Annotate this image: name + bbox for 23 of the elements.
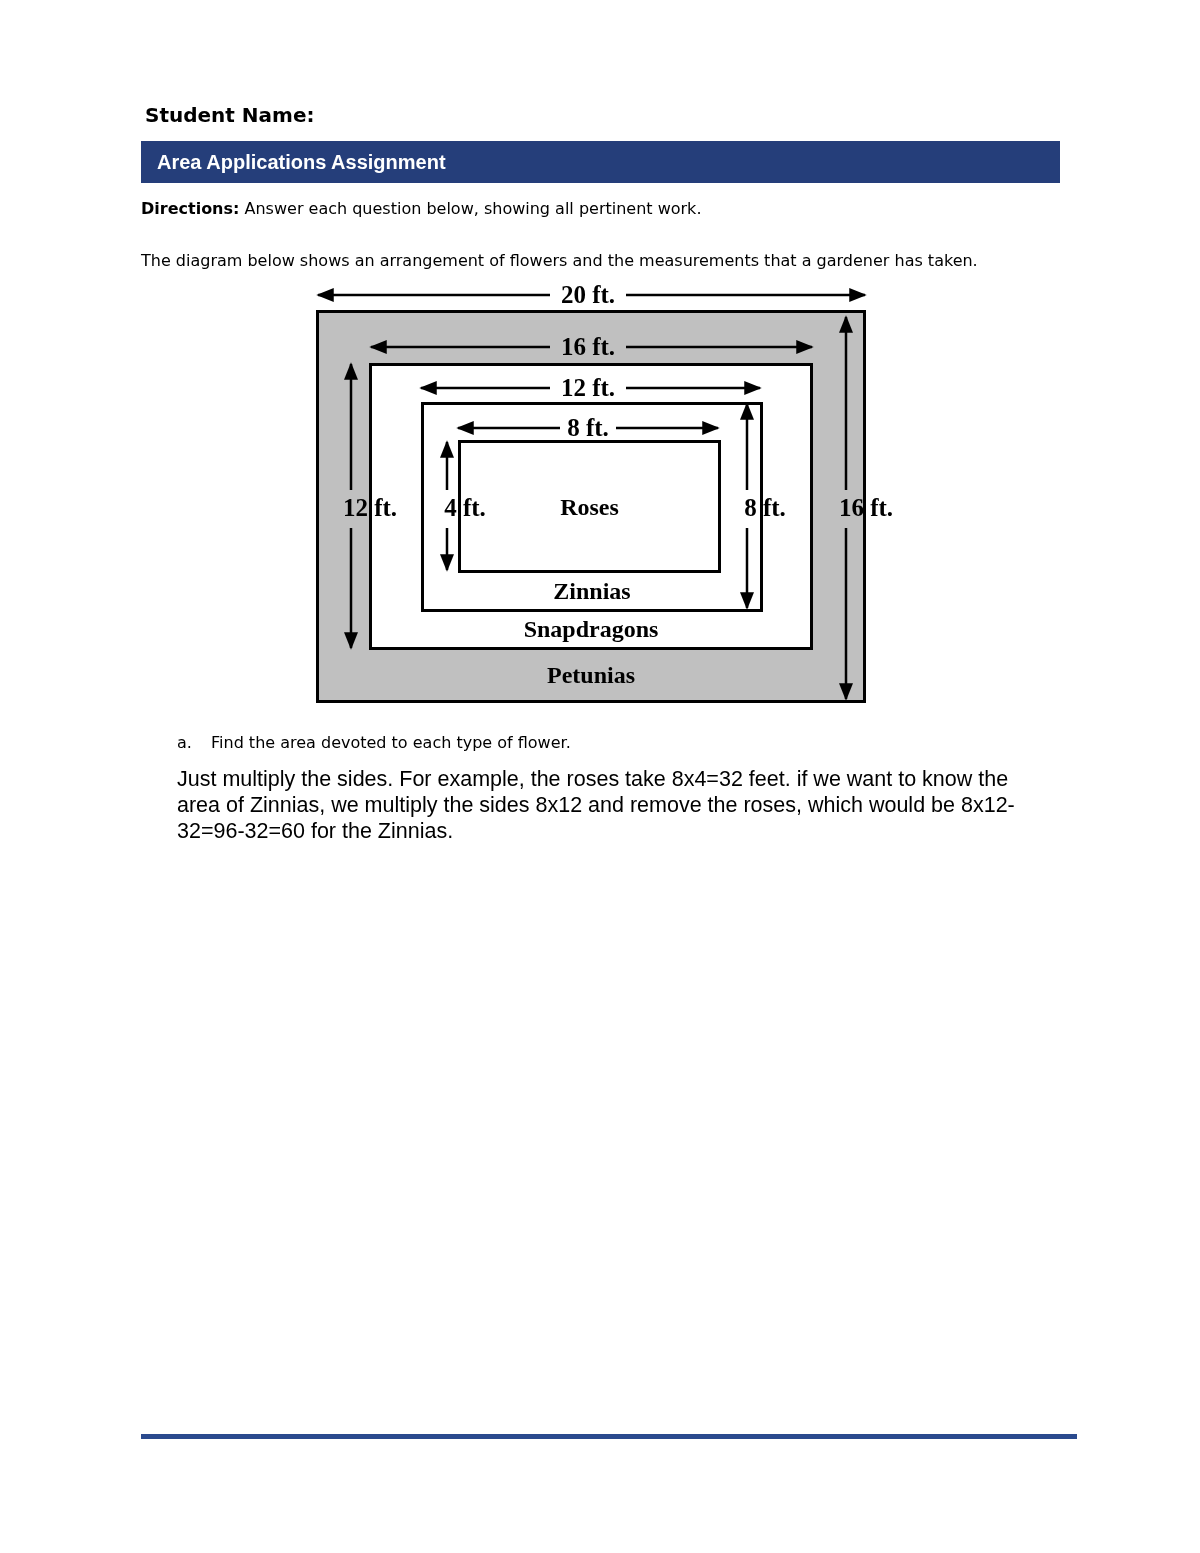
dimension-label: 8 ft. (567, 414, 609, 442)
garden-bed (458, 440, 721, 573)
name-field-label: Student Name: (145, 103, 315, 127)
dimension-label: 16 ft. (838, 494, 894, 522)
answer-paragraph: Just multiply the sides. For example, the roses take 8x4=32 feet. if we want to know the area of Zinnias, we multiply the sides 8x12 and remove the roses, which would be 8x12-32=96-32=60 for the Zinnias. (177, 766, 1016, 844)
list-marker: a. (177, 733, 192, 752)
dimension-label: 12 ft. (560, 374, 616, 402)
garden-bed (421, 402, 763, 612)
text-line: The diagram below shows an arrangement of flowers and the measurements that a gardener has taken. (141, 251, 978, 270)
dimension-label: 8 ft. (744, 494, 786, 522)
dimension-label: 16 ft. (560, 333, 616, 361)
garden-bed (316, 310, 866, 703)
dimension-label: 12 ft. (342, 494, 398, 522)
text-line: Directions: Answer each question below, showing all pertinent work. (141, 199, 702, 218)
garden-bed (369, 363, 813, 650)
bed-label: Petunias (547, 663, 635, 688)
bed-label: Snapdragons (523, 617, 659, 642)
dimension-label: 4 ft. (444, 494, 486, 522)
text-line: Find the area devoted to each type of flower. (211, 733, 571, 752)
dimension-label: 20 ft. (560, 281, 616, 309)
title-bar: Area Applications Assignment (141, 141, 1060, 183)
bed-label: Zinnias (553, 579, 631, 604)
bed-label: Roses (560, 494, 619, 519)
